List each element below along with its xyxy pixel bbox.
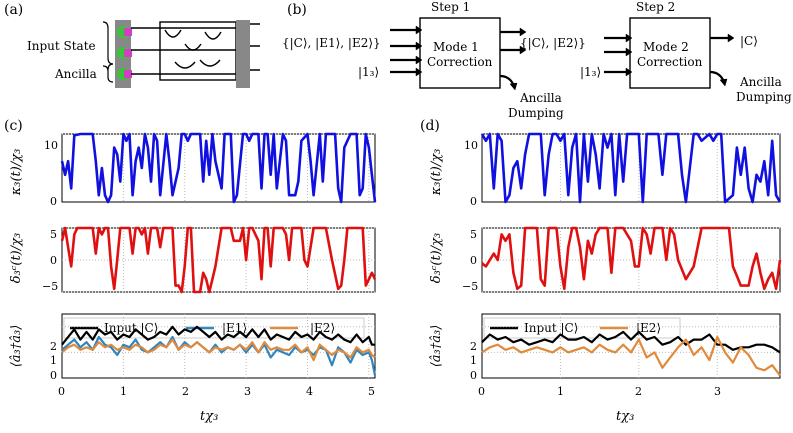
c-x-tick-5: 5: [368, 385, 375, 398]
input-brace-icon: [102, 21, 114, 71]
output-label: |C⟩: [740, 34, 758, 48]
c-x-tick-1: 1: [120, 385, 127, 398]
c-n-tick-1: 1: [50, 354, 57, 367]
d-delta-ylabel: δ₃ᶜ(t)/χ₃: [429, 233, 444, 283]
axes-d-kappa: [480, 132, 782, 204]
plot-frame: [481, 313, 781, 379]
ancilla-label: Ancilla: [54, 67, 97, 81]
c-x-tick-3: 3: [244, 385, 251, 398]
mode2-box: [629, 17, 711, 89]
c-x-tick-0: 0: [58, 385, 65, 398]
c-n-tick-0: 0: [50, 369, 57, 382]
series-line-d-occupation-0: [481, 330, 781, 354]
d-kappa-tick-10: 10: [464, 139, 478, 152]
c-n-ylabel: ⟨â₃†â₃⟩: [9, 325, 24, 368]
panel-b: (b) Step 1 Step 2 {|C⟩, |E1⟩, |E2⟩} |1₃⟩…: [282, 0, 792, 120]
series-line-d-kappa-0: [480, 132, 782, 204]
c-delta-tick-0: 0: [50, 254, 57, 267]
d-legend: Input |C⟩ |E2⟩: [483, 317, 681, 339]
d-x-tick-1: 1: [557, 385, 564, 398]
c-delta-tick-m5: −5: [42, 280, 58, 293]
mode1-line2: Correction: [427, 55, 493, 69]
panel-label-c: (c): [4, 118, 23, 134]
c-kappa-ylabel: κ₃(t)/χ₃: [9, 149, 24, 197]
series-line-c-delta-0: [60, 226, 377, 294]
step1-label: Step 1: [431, 0, 470, 14]
input-set-label: {|C⟩, |E1⟩, |E2⟩}: [282, 36, 381, 50]
c-kappa-tick-0: 0: [50, 195, 57, 208]
d-legend-input: Input |C⟩: [524, 321, 578, 335]
optical-circuit-icon: [115, 20, 260, 88]
series-line-c-kappa-0: [60, 132, 377, 204]
c-legend-input: Input |C⟩: [104, 321, 158, 335]
c-x-tick-4: 4: [306, 385, 313, 398]
axes-c-delta: [60, 226, 377, 294]
step1-arrows-icon: [390, 25, 527, 91]
dump2-line2: Dumping: [736, 90, 792, 104]
panel-label-b: (b): [287, 2, 307, 18]
dump1-line1: Ancilla: [519, 91, 562, 105]
d-n-ylabel: ⟨â₃†â₃⟩: [429, 325, 444, 368]
d-x-tick-2: 2: [635, 385, 642, 398]
c-delta-tick-5: 5: [50, 228, 57, 241]
series-line-c-occupation-1: [61, 335, 377, 376]
plot-layer: [60, 132, 782, 379]
dump1-line2: Dumping: [508, 106, 564, 120]
series-line-c-occupation-2: [61, 338, 376, 362]
d-delta-tick-m5: −5: [462, 280, 478, 293]
c-delta-ylabel: δ₃ᶜ(t)/χ₃: [9, 233, 24, 283]
c-legend-e1: |E1⟩: [222, 321, 247, 335]
c-xlabel: tχ₃: [200, 409, 218, 424]
panel-label-a: (a): [4, 2, 23, 18]
d-legend-e2: |E2⟩: [636, 321, 661, 335]
mode2-line1: Mode 2: [643, 40, 689, 54]
c-legend: Input |C⟩ |E1⟩ |E2⟩: [63, 317, 365, 339]
plot-frame: [61, 313, 376, 379]
d-delta-tick-5: 5: [470, 228, 477, 241]
d-kappa-tick-0: 0: [470, 195, 477, 208]
d-n-tick-2: 2: [470, 340, 477, 353]
mode1-line1: Mode 1: [433, 40, 479, 54]
d-n-tick-0: 0: [470, 369, 477, 382]
input-state-label: Input State: [27, 39, 96, 53]
ancilla-brace-icon: [102, 65, 114, 83]
d-xlabel: tχ₃: [616, 409, 634, 424]
c-kappa-tick-10: 10: [44, 139, 58, 152]
d-x-tick-0: 0: [478, 385, 485, 398]
axes-c-occupation: [61, 313, 377, 379]
panel-d: (d) κ₃(t)/χ₃ δ₃ᶜ(t)/χ₃ ⟨â₃†â₃⟩ 10 0 5 0 …: [420, 118, 721, 424]
axes-c-kappa: [60, 132, 377, 204]
axes-d-delta: [481, 226, 782, 293]
series-line-d-delta-0: [481, 226, 782, 291]
mode1-box: [419, 17, 501, 89]
dump2-line1: Ancilla: [739, 75, 782, 89]
c-x-tick-2: 2: [182, 385, 189, 398]
step2-label: Step 2: [636, 0, 675, 14]
ancilla1-label: |1₃⟩: [358, 65, 379, 79]
mode2-line2: Correction: [637, 55, 703, 69]
d-kappa-ylabel: κ₃(t)/χ₃: [429, 149, 444, 197]
c-legend-e2: |E2⟩: [310, 321, 335, 335]
mid-set-label: {|C⟩, |E2⟩}: [520, 36, 586, 50]
ancilla2-label: |1₃⟩: [580, 65, 601, 79]
series-line-c-occupation-0: [61, 325, 375, 346]
panel-label-d: (d): [420, 118, 440, 134]
plot-frame: [61, 133, 376, 203]
step2-arrows-icon: [604, 33, 735, 87]
c-n-tick-2: 2: [50, 340, 57, 353]
d-x-tick-3: 3: [714, 385, 721, 398]
d-delta-tick-0: 0: [470, 254, 477, 267]
panel-a: (a) Input State Ancilla: [4, 2, 260, 88]
plot-frame: [481, 227, 781, 293]
series-line-d-occupation-1: [481, 335, 781, 377]
d-n-tick-1: 1: [470, 354, 477, 367]
axes-d-occupation: [481, 313, 781, 379]
